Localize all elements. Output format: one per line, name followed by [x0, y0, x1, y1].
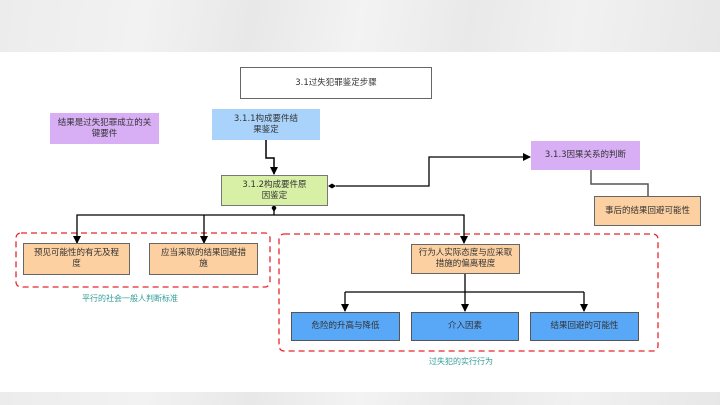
node-deviation: 行为人实际态度与应采取措施的偏离程度: [411, 244, 520, 274]
node-step-313: 3.1.3因果关系的判断: [531, 141, 640, 170]
edge-313-after: [590, 170, 649, 196]
right-group-caption: 过失犯的实行行为: [429, 357, 493, 366]
node-foresee-label: 预见可能性的有无及程度: [34, 248, 120, 269]
node-after-avoid: 事后的结果回避可能性: [594, 196, 701, 226]
edge-311-312: [265, 140, 278, 175]
node-after-avoid-label: 事后的结果回避可能性: [604, 205, 690, 216]
node-intervene-label: 介入因素: [447, 321, 482, 331]
node-step-312-label: 3.1.2构成要件原因鉴定: [242, 179, 307, 201]
node-step-312: 3.1.2构成要件原因鉴定: [221, 175, 328, 206]
left-group-caption: 平行的社会一般人判断标准: [82, 294, 178, 303]
node-measures: 应当采取的结果回避措施: [149, 243, 258, 275]
note-text: 结果是过失犯罪成立的关键要件: [57, 117, 152, 139]
node-risk-label: 危险的升高与降低: [311, 321, 380, 331]
diamond-312-right: [328, 183, 336, 189]
group-box-left: [15, 232, 271, 288]
diamond-312-bottom: [271, 204, 277, 212]
node-step-311: 3.1.1构成要件结果鉴定: [212, 109, 320, 140]
note-box: 结果是过失犯罪成立的关键要件: [50, 113, 159, 144]
node-possibility-label: 结果回避的可能性: [550, 321, 619, 331]
node-measures-label: 应当采取的结果回避措施: [160, 248, 246, 269]
edge-to-left-group: [73, 214, 274, 244]
group-box-right: [278, 233, 659, 352]
diagram-title: 3.1过失犯罪鉴定步骤: [295, 77, 377, 88]
node-step-313-label: 3.1.3因果关系的判断: [544, 150, 627, 160]
node-risk: 危险的升高与降低: [291, 312, 400, 341]
diagram-title-box: 3.1过失犯罪鉴定步骤: [240, 67, 432, 99]
node-possibility: 结果回避的可能性: [530, 312, 639, 341]
footer-band: [0, 392, 720, 405]
node-foresee: 预见可能性的有无及程度: [23, 243, 130, 275]
header-band: [0, 0, 720, 52]
edge-to-deviation: [274, 214, 468, 244]
node-deviation-label: 行为人实际态度与应采取措施的偏离程度: [418, 248, 513, 269]
node-step-311-label: 3.1.1构成要件结果鉴定: [233, 113, 299, 135]
node-intervene: 介入因素: [411, 312, 519, 341]
edge-312-313: [336, 153, 531, 187]
